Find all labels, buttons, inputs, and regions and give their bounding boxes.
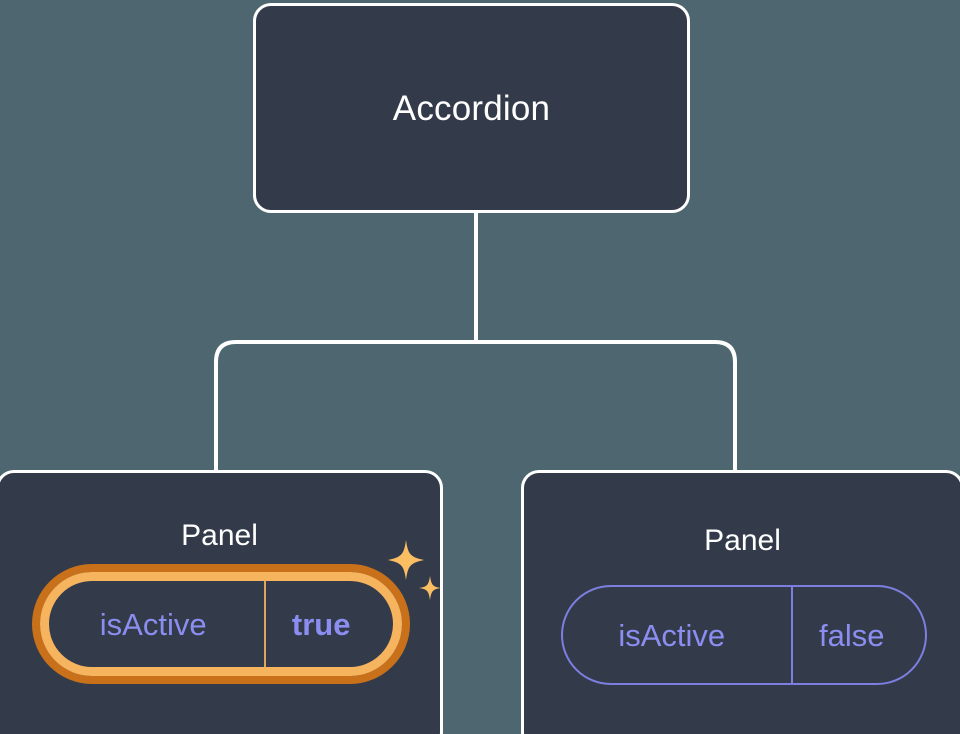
prop-name: isActive — [618, 617, 726, 653]
node-title: Panel — [181, 519, 258, 552]
node-title: Panel — [704, 524, 781, 557]
prop-pill-isactive-true[interactable]: isActive true — [39, 572, 402, 676]
node-title: Accordion — [392, 88, 551, 128]
node-panel-left[interactable]: Panel isActive true — [0, 470, 443, 734]
prop-value: false — [791, 587, 924, 683]
prop-value: true — [263, 581, 393, 667]
prop-pill-container-right: isActive false — [560, 585, 927, 685]
node-accordion[interactable]: Accordion — [253, 3, 690, 213]
connector-branch-bus — [214, 340, 737, 474]
prop-pill-container-left: isActive true — [39, 540, 441, 676]
prop-name: isActive — [99, 606, 207, 642]
node-panel-right[interactable]: Panel isActive false — [521, 470, 960, 734]
prop-pill-isactive-false[interactable]: isActive false — [560, 585, 927, 685]
